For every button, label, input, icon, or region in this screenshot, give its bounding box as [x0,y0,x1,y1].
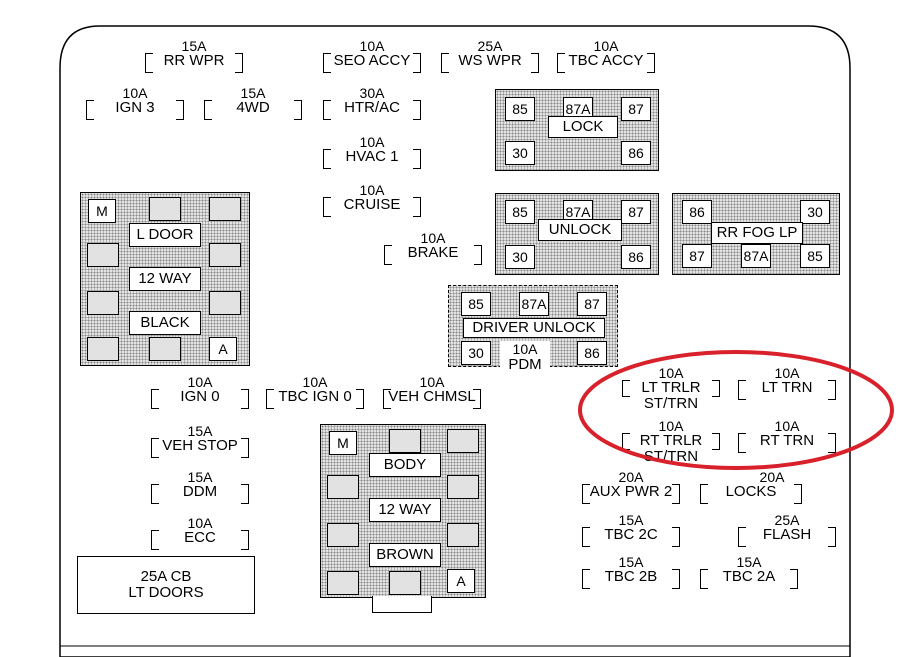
fuse-locks: 20A LOCKS [700,470,802,504]
connector-a-label: A [447,569,475,593]
pin-86: 86 [621,245,651,269]
fuse-veh-stop: 15A VEH STOP [151,424,249,458]
fuse-4wd: 15A 4WD [204,86,302,120]
fuse-flash: 25A FLASH [738,513,836,547]
fuse-ign-3: 10A IGN 3 [86,86,184,120]
pin-85: 85 [461,292,491,316]
connector-l-door: M A L DOOR 12 WAY BLACK [80,192,250,366]
fuse-tbc-accy: 10A TBC ACCY [557,39,655,73]
relay-driver-unlock-label: DRIVER UNLOCK [463,318,605,338]
fuse-tbc-2a: 15A TBC 2A [700,555,798,589]
relay-unlock: 85 87A 87 UNLOCK 30 86 [495,193,659,275]
pin-87: 87 [577,292,607,316]
pin-30: 30 [505,141,535,165]
connector-body: M A BODY 12 WAY BROWN [320,424,486,598]
pin-87a: 87A [519,292,549,316]
fuse-brake: 10A BRAKE [384,231,482,265]
pin-85: 85 [505,200,535,224]
fuse-pdm: 10A PDM [500,341,550,375]
fuse-rt-trn: 10A RT TRN [738,419,836,453]
fuse-tbc-2b: 15A TBC 2B [582,555,680,589]
pin-85: 85 [505,97,535,121]
connector-m-label: M [329,431,357,455]
pin-87: 87 [682,244,712,268]
pin-86: 86 [682,200,712,224]
relay-lock: 85 87A 87 LOCK 30 86 [495,89,659,171]
fuse-seo-accy: 10A SEO ACCY [323,39,421,73]
pin-86: 86 [621,141,651,165]
pin-86: 86 [577,341,607,365]
connector-body-tab [372,596,432,613]
relay-rr-fog-lp-label: RR FOG LP [711,222,803,244]
connector-label-brown: BROWN [369,543,441,567]
pin-87: 87 [621,97,651,121]
fuse-rt-trlr-st-trn: 10A RT TRLR ST/TRN [622,419,720,465]
relay-lock-label: LOCK [548,116,618,138]
pin-87a: 87A [741,244,771,268]
circuit-breaker-lt-doors: 25A CB LT DOORS [77,556,255,614]
fuse-htr-ac: 30A HTR/AC [323,86,421,120]
fuse-ecc: 10A ECC [151,516,249,550]
connector-label-l-door: L DOOR [129,223,201,247]
pin-30: 30 [505,245,535,269]
fuse-lt-trlr-st-trn: 10A LT TRLR ST/TRN [622,366,720,412]
connector-label-black: BLACK [129,311,201,335]
fuse-ign-0: 10A IGN 0 [151,375,249,409]
pin-87: 87 [621,200,651,224]
fuse-veh-chmsl: 10A VEH CHMSL [383,375,481,409]
pin-30: 30 [461,341,491,365]
pin-30: 30 [800,200,830,224]
fuse-aux-pwr-2: 20A AUX PWR 2 [582,470,680,504]
fuse-ws-wpr: 25A WS WPR [441,39,539,73]
fuse-cruise: 10A CRUISE [323,183,421,217]
relay-unlock-label: UNLOCK [538,219,622,241]
connector-label-body: BODY [369,453,441,477]
fuse-tbc-2c: 15A TBC 2C [582,513,680,547]
connector-label-12-way: 12 WAY [129,267,201,291]
fuse-hvac-1: 10A HVAC 1 [323,135,421,169]
fuse-rr-wpr: 15A RR WPR [145,39,243,73]
fuse-lt-trn: 10A LT TRN [738,366,836,400]
connector-a-label: A [209,337,237,361]
fuse-ddm: 15A DDM [151,470,249,504]
pin-85: 85 [800,244,830,268]
connector-label-12-way: 12 WAY [369,498,441,522]
relay-rr-fog-lp: 86 30 RR FOG LP 87 87A 85 [672,193,840,275]
fuse-tbc-ign-0: 10A TBC IGN 0 [266,375,364,409]
connector-m-label: M [88,199,116,223]
